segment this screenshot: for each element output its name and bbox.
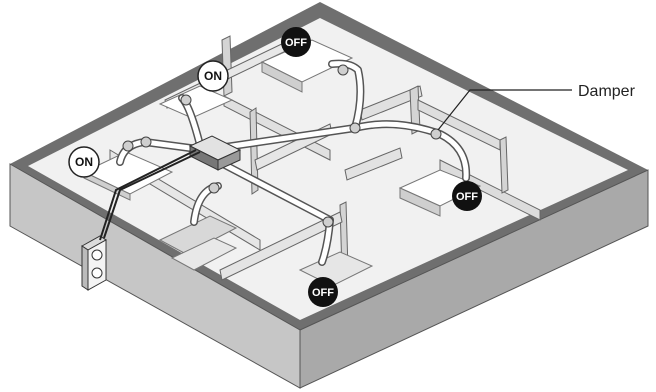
damper-kitchen bbox=[180, 94, 192, 106]
damper-master bbox=[337, 64, 349, 76]
dampers bbox=[122, 64, 442, 228]
fan-icon bbox=[91, 267, 103, 279]
damper-dining bbox=[122, 140, 134, 152]
zone-badge-master-bedroom: OFF bbox=[281, 27, 311, 57]
damper-living bbox=[208, 182, 220, 194]
outdoor-unit bbox=[81, 149, 201, 291]
svg-text:ON: ON bbox=[204, 69, 222, 83]
svg-text:OFF: OFF bbox=[312, 287, 334, 299]
zone-badge-bedroom-front: OFF bbox=[308, 277, 338, 307]
damper-front bbox=[322, 216, 334, 228]
outer-wall-right-face bbox=[299, 169, 649, 389]
svg-text:OFF: OFF bbox=[285, 37, 307, 49]
zone-badge-dining-room: ON bbox=[68, 146, 100, 178]
air-handler-unit bbox=[188, 135, 242, 171]
zone-badge-kitchen: ON bbox=[197, 60, 229, 92]
svg-text:OFF: OFF bbox=[456, 191, 478, 203]
damper-callout-line bbox=[437, 89, 572, 131]
svg-text:ON: ON bbox=[75, 155, 93, 169]
furniture bbox=[82, 39, 482, 287]
damper-right bbox=[430, 128, 442, 140]
kitchen-counter bbox=[158, 85, 234, 119]
zone-badge-bedroom-right: OFF bbox=[452, 181, 482, 211]
damper-callout-label: Damper bbox=[578, 83, 636, 100]
fan-icon bbox=[91, 249, 103, 261]
